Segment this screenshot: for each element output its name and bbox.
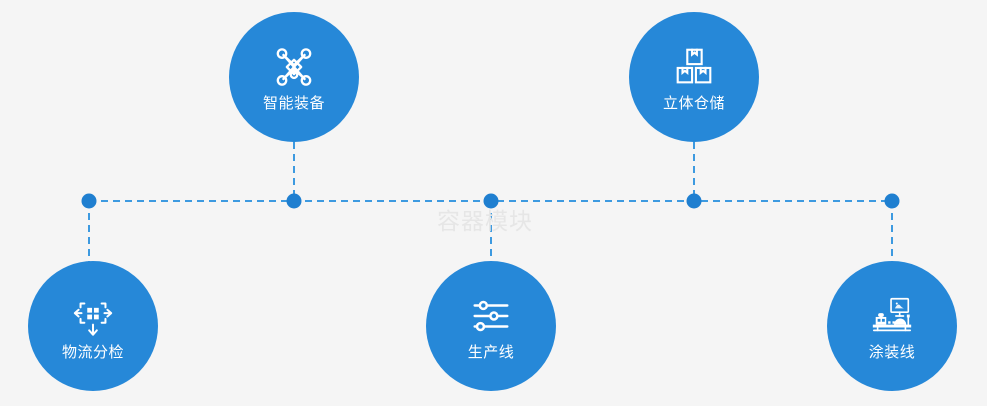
junction-dot-logistics-sorting — [81, 193, 97, 209]
node-production-line[interactable]: 生产线 — [426, 261, 556, 391]
node-logistics-sorting[interactable]: 物流分检 — [28, 261, 158, 391]
junction-dot-stereo-warehouse — [686, 193, 702, 209]
node-painting-line[interactable]: 涂装线 — [827, 261, 957, 391]
sorting-arrows-icon — [70, 293, 116, 339]
node-smart-equipment[interactable]: 智能装备 — [229, 12, 359, 142]
node-label: 生产线 — [467, 343, 515, 361]
sliders-icon — [468, 293, 514, 339]
network-nodes-icon — [271, 44, 317, 90]
junction-dot-painting-line — [884, 193, 900, 209]
node-label: 涂装线 — [868, 343, 916, 361]
node-label: 智能装备 — [262, 94, 325, 112]
junction-dot-smart-equipment — [286, 193, 302, 209]
node-label: 立体仓储 — [662, 94, 725, 112]
node-stereo-warehouse[interactable]: 立体仓储 — [629, 12, 759, 142]
node-label: 物流分检 — [61, 343, 124, 361]
factory-monitor-icon — [869, 293, 915, 339]
stacked-boxes-icon — [671, 44, 717, 90]
watermark-text: 容器模块 — [437, 208, 533, 234]
